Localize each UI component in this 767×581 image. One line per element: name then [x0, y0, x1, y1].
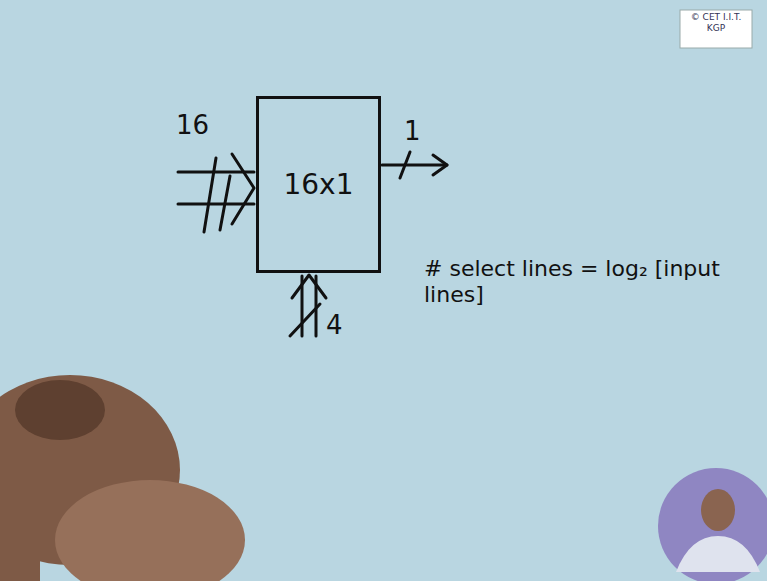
bus-slash: [204, 158, 216, 232]
logo-text: © CET I.I.T. KGP: [682, 12, 750, 34]
input-arrowhead: [232, 154, 254, 224]
hand-photo: [0, 375, 245, 581]
output-arrowhead: [433, 155, 447, 175]
bus-width: 16: [176, 110, 209, 141]
presenter-head: [701, 489, 735, 531]
bus-slash: [220, 176, 230, 230]
output-line: [382, 164, 447, 167]
presenter-thumbnail: [658, 468, 767, 581]
hand-shape: [55, 480, 245, 581]
bus-width: 4: [326, 310, 343, 341]
select-arrowhead: [292, 275, 326, 298]
bus-slash: [290, 304, 320, 336]
mux-box: 16x1: [256, 96, 381, 273]
logo-box: [680, 10, 752, 48]
presenter-shirt: [676, 536, 760, 572]
hand-shape: [15, 380, 105, 440]
bus-slash: [400, 152, 410, 178]
formula-note: # select lines = log₂ [input lines]: [424, 256, 754, 309]
bus-width: 1: [404, 116, 421, 147]
thumbnail-ground: [658, 468, 767, 581]
box-label: 16x1: [283, 168, 353, 201]
